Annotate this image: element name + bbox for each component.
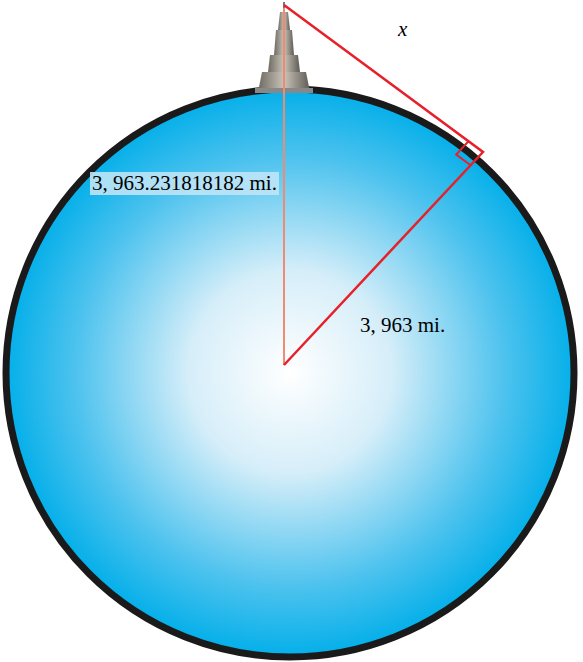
distance-label: x [398, 18, 407, 41]
earth-circle [6, 89, 574, 657]
radius-label: 3, 963.231818182 mi. [90, 172, 279, 195]
radius-label: 3, 963 mi. [360, 314, 445, 337]
tangent-triangle [284, 5, 483, 365]
right-angle-mark [456, 141, 471, 165]
radius-to-top-line [283, 8, 285, 365]
